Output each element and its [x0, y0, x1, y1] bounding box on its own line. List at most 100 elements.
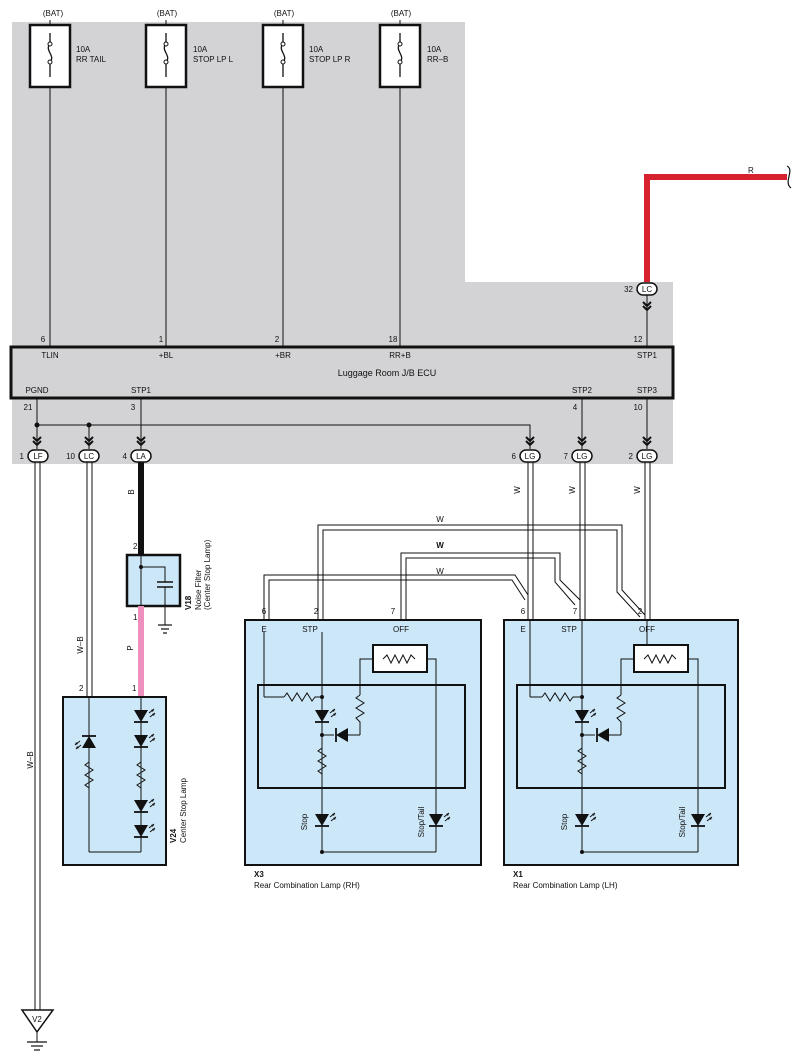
connector-code: LC — [642, 285, 652, 294]
connector-pin: 10 — [66, 452, 75, 461]
terminal-pin: 10 — [634, 403, 643, 412]
connector-pin: 1 — [20, 452, 25, 461]
wire-wb-center-lamp — [86, 462, 93, 697]
ground-wire-wb — [34, 462, 41, 1010]
terminal-pin: 21 — [24, 403, 33, 412]
terminal-label: E — [261, 625, 266, 634]
wire-color-label: W — [436, 567, 444, 576]
terminal-pin: 6 — [41, 335, 46, 344]
wire-color-label: W — [568, 486, 577, 494]
component-detail: (Center Stop Lamp) — [203, 539, 212, 610]
terminal-label-bl: +BL — [159, 351, 174, 360]
pin-label: 2 — [638, 607, 643, 616]
terminal-label-pgnd: PGND — [25, 386, 48, 395]
pin-label: 2 — [133, 542, 138, 551]
fuse-supply-label: (BAT) — [157, 9, 178, 18]
fuse-rating: 10A — [309, 45, 324, 54]
connector-pin: 7 — [564, 452, 569, 461]
component-code: V18 — [184, 595, 193, 610]
component-name: Center Stop Lamp — [179, 778, 188, 843]
lamp-label: Stop/Tail — [678, 806, 687, 837]
fuse-name: RR TAIL — [76, 55, 106, 64]
pin-label: 7 — [573, 607, 578, 616]
fuse-name: RR–B — [427, 55, 448, 64]
luggage-room-jb-ecu: Luggage Room J/B ECU 6 TLIN 1 +BL 2 +BR … — [9, 335, 675, 412]
fuse-feed-lines — [49, 87, 401, 347]
component-name: Rear Combination Lamp (RH) — [254, 881, 360, 890]
pin-label: 6 — [521, 607, 526, 616]
terminal-label: STP — [302, 625, 318, 634]
terminal-label: STP — [561, 625, 577, 634]
connector-lf-1: LF 1 — [20, 436, 49, 463]
component-code: V24 — [169, 828, 178, 843]
connector-lg-2: LG 2 — [629, 436, 658, 463]
fuse-name: STOP LP R — [309, 55, 351, 64]
ground-v2: V2 — [20, 1009, 55, 1051]
wire-color-label: W — [436, 515, 444, 524]
connector-code: LG — [577, 452, 588, 461]
connector-lg-6: LG 6 — [512, 436, 541, 463]
diode-icon — [335, 728, 348, 742]
pin-label: 2 — [79, 684, 84, 693]
center-stop-lamp-v24: 2 1 V24 Center Stop Lamp — [62, 684, 188, 866]
connector-lg-7: LG 7 — [564, 436, 593, 463]
terminal-pin: 1 — [159, 335, 164, 344]
wire-color-label: W–B — [26, 751, 35, 768]
fuse-supply-label: (BAT) — [274, 9, 295, 18]
fuse-rr-tail: (BAT) 10A RR TAIL — [28, 9, 106, 89]
terminal-label-tlin: TLIN — [41, 351, 59, 360]
terminal-label-stp1: STP1 — [131, 386, 152, 395]
fuse-rating: 10A — [76, 45, 91, 54]
fuse-name: STOP LP L — [193, 55, 234, 64]
terminal-pin: 3 — [131, 403, 136, 412]
rear-combination-lamp-lh: 6 7 2 E STP OFF — [503, 607, 739, 890]
terminal-label-stp3: STP3 — [637, 386, 658, 395]
terminal-pin: 18 — [389, 335, 398, 344]
fuse-rating: 10A — [193, 45, 208, 54]
wire-b: B — [127, 462, 144, 555]
pin-label: 2 — [314, 607, 319, 616]
terminal-label-stp2: STP2 — [572, 386, 593, 395]
wire-color-label: W — [436, 541, 444, 550]
pin-label: 1 — [132, 684, 137, 693]
connector-pin: 32 — [624, 285, 633, 294]
wire-color-label: W — [513, 486, 522, 494]
red-input-wire: R — [644, 165, 792, 282]
wire-color-label: W — [633, 486, 642, 494]
terminal-label-br: +BR — [275, 351, 291, 360]
terminal-label: E — [520, 625, 525, 634]
component-code: X3 — [254, 870, 264, 879]
lamp-label: Stop — [300, 813, 309, 830]
pin-label: 1 — [133, 613, 138, 622]
wire-color-label: B — [127, 489, 136, 494]
lamp-label: Stop — [560, 813, 569, 830]
connector-lc-10: LC 10 — [66, 436, 100, 463]
terminal-label-rrb: RR+B — [389, 351, 411, 360]
wire-color-label: R — [748, 166, 754, 175]
terminal-pin: 4 — [573, 403, 578, 412]
pin-label: 6 — [262, 607, 267, 616]
terminal-pin: 12 — [634, 335, 643, 344]
terminal-label-stp1-in: STP1 — [637, 351, 658, 360]
rear-combination-lamp-rh: 6 2 7 E STP OFF — [244, 607, 482, 890]
fuse-supply-label: (BAT) — [391, 9, 412, 18]
component-name: Noise Filter — [194, 569, 203, 610]
connector-code: LC — [84, 452, 94, 461]
component-name: Rear Combination Lamp (LH) — [513, 881, 618, 890]
connector-code: LA — [136, 452, 146, 461]
lamp-label: Stop/Tail — [417, 806, 426, 837]
ecu-name: Luggage Room J/B ECU — [338, 368, 437, 378]
wire-color-label: W–B — [76, 636, 85, 653]
connector-code: LF — [33, 452, 42, 461]
noise-filter-v18: 2 1 V18 Noise Filter (Center Stop Lamp) — [125, 539, 212, 634]
pin-label: 7 — [391, 607, 396, 616]
connector-code: LG — [525, 452, 536, 461]
wire-p: P — [126, 606, 144, 697]
terminal-label: OFF — [393, 625, 409, 634]
component-code: X1 — [513, 870, 523, 879]
connector-pin: 6 — [512, 452, 517, 461]
wire-color-label: P — [126, 645, 135, 650]
connector-pin: 2 — [629, 452, 634, 461]
